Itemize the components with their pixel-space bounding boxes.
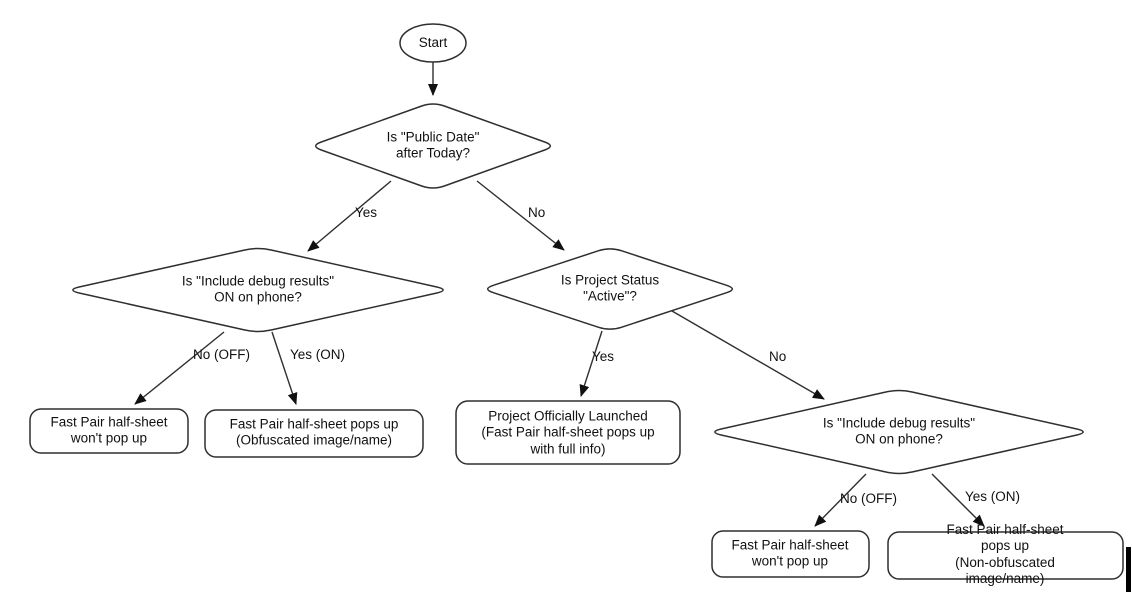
result-launched-shape (455, 400, 681, 465)
text-cursor (1126, 547, 1131, 592)
decision-public-date-shape (314, 103, 552, 189)
edge-debug-right-yes-on (931, 473, 985, 527)
decision-debug-left-shape (72, 247, 444, 333)
result-non-obfuscated-shape (887, 531, 1124, 580)
decision-project-status-shape (486, 248, 734, 330)
edge-debug-left-yes-on (271, 331, 298, 405)
result-no-popup-right-shape (711, 530, 870, 578)
edge-debug-right-no-off (814, 473, 867, 527)
edge-debug-left-no-off (134, 331, 225, 405)
edge-project-status-yes (579, 330, 603, 397)
decision-debug-right-shape (714, 389, 1084, 475)
result-obfuscated-shape (204, 409, 424, 458)
edge-project-status-no (671, 310, 825, 400)
result-no-popup-left-shape (29, 408, 189, 454)
start-shape (399, 23, 467, 63)
edge-public-date-yes (307, 180, 392, 252)
edge-public-date-no (476, 180, 565, 251)
